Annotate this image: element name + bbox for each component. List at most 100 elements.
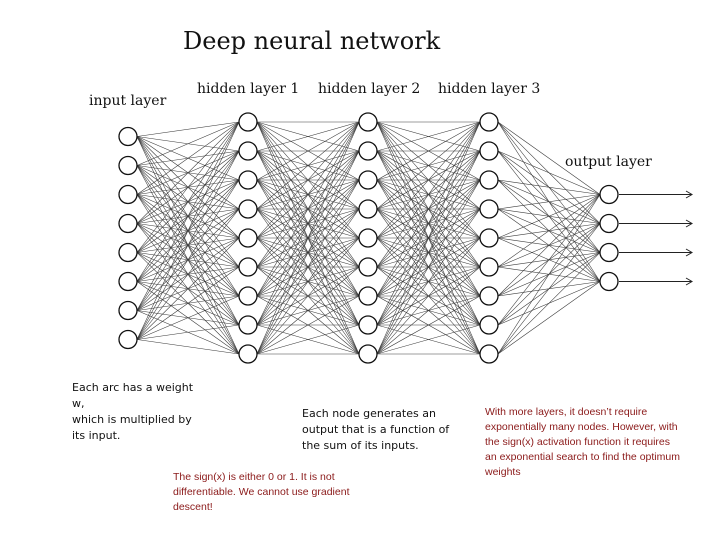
- connection-edge: [376, 266, 481, 355]
- connection-edge: [256, 121, 360, 355]
- connection-edge: [256, 121, 360, 152]
- connection-edge: [376, 208, 481, 355]
- connection-edge: [497, 121, 601, 195]
- connection-edge: [256, 324, 360, 355]
- node-hidden-2: [358, 141, 378, 161]
- connection-edge: [376, 237, 481, 355]
- node-hidden-3: [479, 112, 499, 132]
- connection-edge: [256, 121, 360, 326]
- note-node-output: Each node generates an output that is a …: [302, 407, 450, 452]
- connection-edge: [497, 281, 601, 355]
- node-hidden-3: [479, 257, 499, 277]
- node-input: [118, 300, 138, 321]
- node-hidden-1: [238, 141, 258, 161]
- node-input: [118, 271, 138, 292]
- connection-edge: [256, 295, 360, 355]
- node-hidden-3: [479, 170, 499, 190]
- note-sign-function: The sign(x) is either 0 or 1. It is not …: [173, 471, 350, 513]
- connection-edge: [136, 121, 240, 253]
- connection-edge: [497, 179, 601, 195]
- node-input: [118, 242, 138, 263]
- connection-edge: [136, 150, 240, 340]
- connection-edge: [256, 208, 360, 355]
- connection-edge: [497, 194, 601, 297]
- node-hidden-2: [358, 344, 378, 364]
- connection-edge: [136, 179, 240, 340]
- diagram-title: Deep neural network: [183, 27, 441, 55]
- connection-edge: [376, 179, 481, 355]
- connection-edge: [376, 121, 481, 210]
- connection-edge: [256, 121, 360, 210]
- node-input: [118, 126, 138, 147]
- node-hidden-1: [238, 315, 258, 335]
- node-output: [599, 271, 619, 292]
- connection-edge: [497, 194, 601, 355]
- connection-edge: [136, 121, 240, 282]
- connection-edge: [136, 339, 240, 355]
- connection-edge: [136, 121, 240, 311]
- node-hidden-1: [238, 257, 258, 277]
- layer-label-hidden-2: hidden layer 2: [318, 81, 420, 97]
- node-hidden-3: [479, 228, 499, 248]
- connection-edge: [136, 324, 240, 340]
- connection-edge: [376, 121, 481, 355]
- connection-edge: [136, 121, 240, 340]
- node-input: [118, 213, 138, 234]
- node-input: [118, 329, 138, 350]
- node-hidden-2: [358, 286, 378, 306]
- connection-edge: [256, 121, 360, 239]
- node-hidden-3: [479, 315, 499, 335]
- connection-edge: [376, 121, 481, 297]
- node-input: [118, 155, 138, 176]
- connection-edge: [256, 121, 360, 181]
- note-more-layers: With more layers, it doesn’t require exp…: [485, 406, 680, 478]
- node-hidden-1: [238, 170, 258, 190]
- node-output: [599, 242, 619, 263]
- node-hidden-2: [358, 112, 378, 132]
- layer-label-output: output layer: [565, 154, 652, 170]
- node-hidden-1: [238, 286, 258, 306]
- connection-edge: [136, 121, 240, 137]
- node-hidden-2: [358, 315, 378, 335]
- connection-edge: [256, 150, 360, 355]
- arrow-head-icon: [685, 248, 693, 257]
- connection-edge: [256, 266, 360, 355]
- connection-edge: [497, 252, 601, 355]
- connection-edge: [497, 194, 601, 210]
- connection-edge: [136, 295, 240, 340]
- output-arrows: [619, 190, 693, 286]
- node-hidden-2: [358, 228, 378, 248]
- connection-edge: [376, 121, 481, 268]
- connection-edge: [497, 150, 601, 195]
- layer-label-hidden-1: hidden layer 1: [197, 81, 299, 97]
- connection-edge: [256, 121, 360, 297]
- connection-edge: [376, 121, 481, 152]
- node-hidden-1: [238, 344, 258, 364]
- connection-edge: [136, 208, 240, 340]
- connection-edge: [376, 121, 481, 326]
- node-hidden-2: [358, 257, 378, 277]
- connection-edge: [256, 179, 360, 355]
- connection-edge: [136, 121, 240, 195]
- connection-edge: [497, 223, 601, 355]
- node-output: [599, 184, 619, 205]
- note-arc-weight: Each arc has a weight w, which is multip…: [72, 381, 194, 442]
- node-hidden-1: [238, 199, 258, 219]
- node-hidden-1: [238, 112, 258, 132]
- node-hidden-1: [238, 228, 258, 248]
- connection-edge: [497, 194, 601, 326]
- connection-edge: [376, 295, 481, 355]
- node-output: [599, 213, 619, 234]
- connection-edge: [136, 121, 240, 224]
- arrow-head-icon: [685, 190, 693, 199]
- connection-edge: [497, 194, 601, 268]
- layer-label-input: input layer: [89, 93, 167, 109]
- connection-edge: [497, 194, 601, 239]
- connection-edge: [136, 237, 240, 340]
- connection-edge: [136, 121, 240, 166]
- connection-edge: [136, 266, 240, 340]
- connection-edges: [136, 121, 601, 355]
- node-input: [118, 184, 138, 205]
